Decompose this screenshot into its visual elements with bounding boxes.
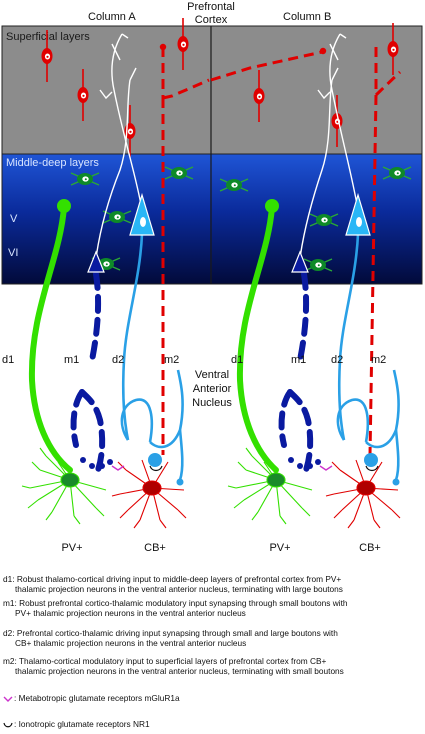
superficial-layers-label: Superficial layers — [6, 31, 90, 43]
pv-thalamic-neuron — [21, 447, 107, 525]
legend-mglur: : Metabotropic glutamate receptors mGluR… — [3, 693, 423, 703]
middle-deep-layers-label: Middle-deep layers — [6, 157, 99, 169]
legend-m2-line1: m2: Thalamo-cortical modulatory input to… — [3, 656, 327, 666]
d2-large-bouton — [148, 453, 162, 467]
legend-m1-line2: PV+ thalamic projection neurons in the v… — [15, 608, 246, 618]
mglur1a-swatch-icon — [3, 696, 13, 702]
d2-small-bouton — [176, 478, 184, 486]
pv-label-right: PV+ — [269, 542, 290, 554]
column-b-label: Column B — [283, 11, 331, 23]
mglur1a-receptor-marker — [111, 465, 333, 471]
m2-bouton — [319, 47, 327, 55]
legend-m1-line1: m1: Robust prefrontal cortico-thalamic m… — [3, 598, 348, 608]
cb-label-right: CB+ — [359, 542, 381, 554]
layer-v-label: V — [10, 213, 18, 225]
layer-vi-pyramidal-neuron — [87, 250, 105, 273]
legend-m2: m2: Thalamo-cortical modulatory input to… — [3, 656, 423, 676]
cortex-label: Cortex — [195, 14, 228, 26]
layer-v-pyramidal-neuron — [345, 192, 371, 236]
m2-pathway — [161, 47, 402, 456]
prefrontal-label: Prefrontal — [187, 1, 235, 13]
layer-vi-label: VI — [8, 247, 18, 259]
m2-label-left: m2 — [164, 354, 179, 366]
d1-label-right: d1 — [231, 354, 243, 366]
legend-mglur-text: : Metabotropic glutamate receptors mGluR… — [14, 693, 180, 703]
d2-label-right: d2 — [331, 354, 343, 366]
m1-label-left: m1 — [64, 354, 79, 366]
nucleus-label-line1: Ventral — [195, 369, 229, 381]
d1-label-left: d1 — [2, 354, 14, 366]
cb-label-left: CB+ — [144, 542, 166, 554]
legend-m1: m1: Robust prefrontal cortico-thalamic m… — [3, 598, 423, 618]
m2-label-right: m2 — [371, 354, 386, 366]
superficial-layer-region — [1, 25, 423, 155]
m1-boutons — [80, 457, 321, 469]
nucleus-label-line3: Nucleus — [192, 397, 232, 409]
pyramidal-dendrites-left — [95, 33, 143, 259]
d2-large-bouton — [364, 453, 378, 467]
d1-bouton — [57, 199, 71, 213]
column-a-label: Column A — [88, 11, 136, 23]
d2-small-bouton — [392, 478, 400, 486]
pyramidal-dendrites-right — [299, 33, 359, 259]
legend-m2-line2: thalamic projection neurons in the ventr… — [15, 666, 344, 676]
cb-thalamic-neuron — [111, 459, 187, 529]
m1-pathway — [70, 271, 314, 473]
legend-nr1-text: : Ionotropic glutamate receptors NR1 — [14, 719, 150, 729]
legend-d2-line2: CB+ thalamic projection neurons in the v… — [15, 638, 247, 648]
d1-pathway — [236, 204, 279, 473]
d2-label-left: d2 — [112, 354, 124, 366]
d1-bouton — [265, 199, 279, 213]
nucleus-label-line2: Anterior — [193, 383, 232, 395]
m1-label-right: m1 — [291, 354, 306, 366]
legend-d1: d1: Robust thalamo-cortical driving inpu… — [3, 574, 423, 594]
layer-vi-pyramidal-neuron — [291, 250, 309, 273]
d2-pathway — [120, 233, 400, 481]
m2-bouton — [159, 43, 167, 51]
nr1-swatch-icon — [3, 722, 13, 728]
legend-d2: d2: Prefrontal cortico-thalamic driving … — [3, 628, 423, 648]
legend-d1-line1: d1: Robust thalamo-cortical driving inpu… — [3, 574, 342, 584]
legend-d1-line2: thalamic projection neurons in the ventr… — [15, 584, 343, 594]
pv-label-left: PV+ — [61, 542, 82, 554]
d1-pathway — [28, 204, 73, 473]
layer-v-pyramidal-neuron — [129, 192, 155, 236]
pv-thalamic-neuron — [227, 447, 313, 525]
cb-thalamic-neuron — [325, 459, 401, 529]
legend-nr1: : Ionotropic glutamate receptors NR1 — [3, 719, 423, 729]
legend-d2-line1: d2: Prefrontal cortico-thalamic driving … — [3, 628, 338, 638]
nr1-receptor-marker — [149, 465, 379, 472]
